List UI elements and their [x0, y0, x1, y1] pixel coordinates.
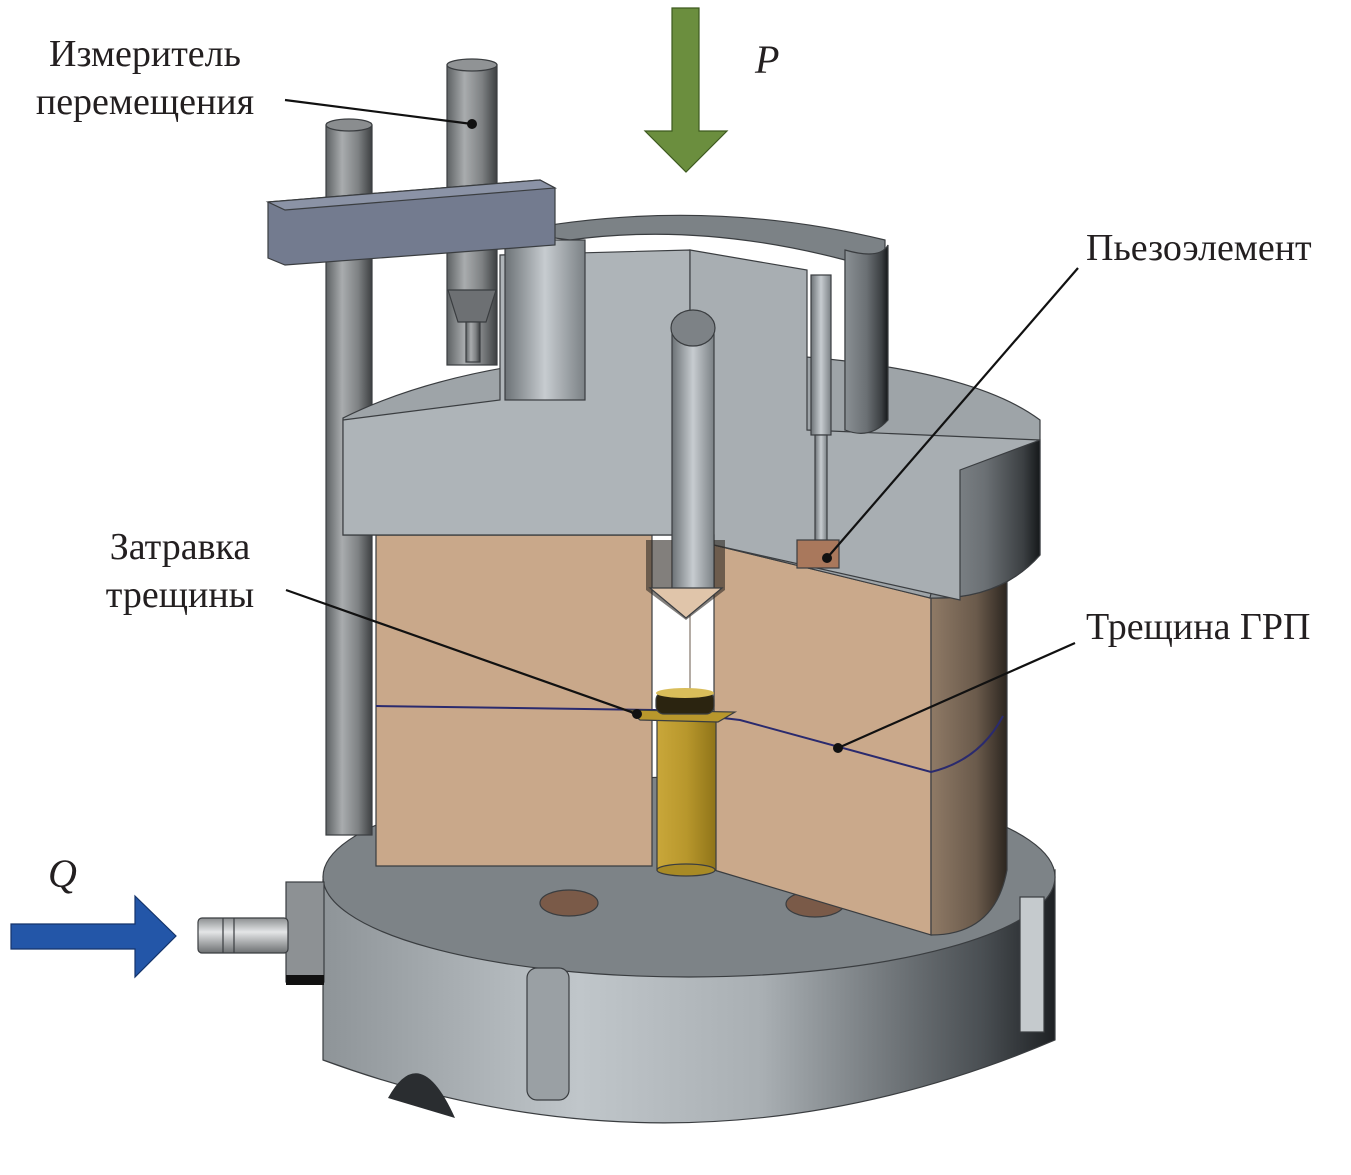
inlet-fitting: [197, 881, 325, 985]
load-symbol: P: [755, 37, 780, 82]
label-crack-seed-line1: Затравка: [109, 526, 251, 568]
flow-symbol: Q: [48, 851, 77, 896]
rock-specimen: [375, 534, 1008, 936]
label-piezo-element: Пьезоэлемент: [1086, 227, 1312, 269]
piezo-element: [796, 539, 840, 569]
leader-displacement-gauge: [284, 98, 477, 129]
load-arrow: [643, 7, 729, 173]
label-displacement-gauge: Измеритель перемещения: [20, 30, 270, 126]
label-crack-seed-line2: трещины: [105, 574, 255, 616]
label-displacement-gauge-line2: перемещения: [35, 81, 255, 123]
leader-crack-seed: [285, 588, 642, 719]
leader-piezo-element: [822, 267, 1079, 563]
clamp-bar: [265, 179, 558, 266]
leader-frac-crack: [833, 641, 1076, 753]
flow-arrow: [10, 894, 177, 979]
label-frac-crack: Трещина ГРП: [1086, 606, 1311, 648]
label-crack-seed: Затравка трещины: [80, 523, 280, 619]
label-displacement-gauge-line1: Измеритель: [49, 33, 241, 75]
